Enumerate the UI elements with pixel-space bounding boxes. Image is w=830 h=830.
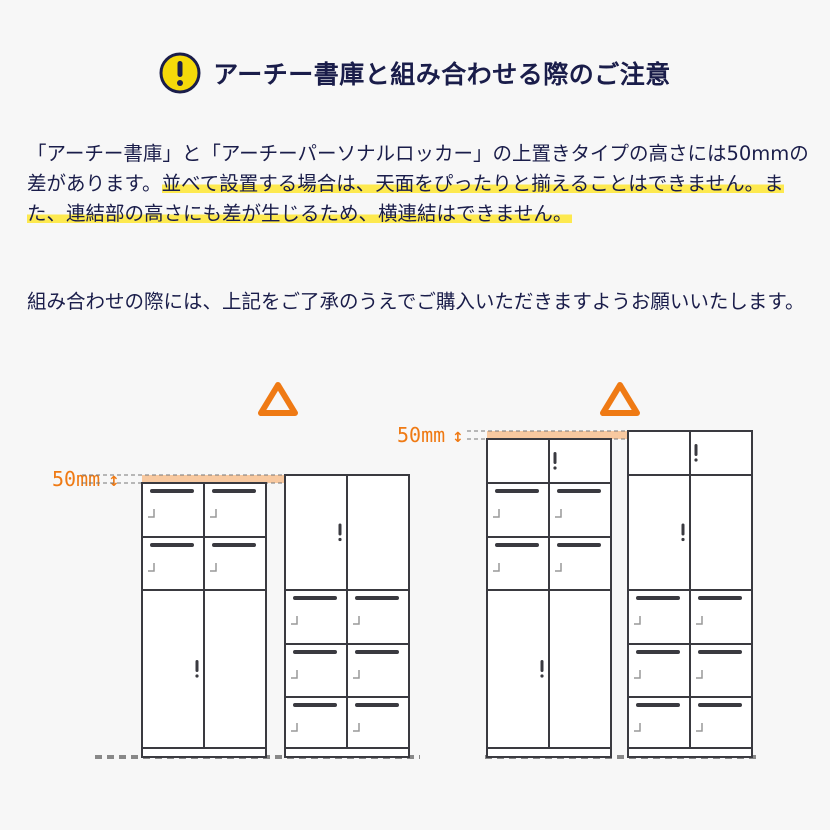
triangle-icon [600,382,640,416]
cabinet [627,430,753,758]
door-handle-icon [553,452,557,464]
key-lock-icon [634,616,641,625]
cabinet-base [627,747,753,758]
door-lock-icon [338,537,342,542]
triangle-icon [258,382,298,416]
key-lock-icon [696,616,703,625]
key-lock-icon [291,670,298,679]
door-handle-icon [338,523,342,536]
diagram-right: 50mm ↕ [397,382,640,447]
key-lock-icon [493,509,500,518]
difference-label: 50mm [52,467,100,491]
key-lock-icon [634,670,641,679]
height-difference-band [487,431,752,439]
key-lock-icon [555,509,562,518]
key-lock-icon [353,616,360,625]
door-handle-icon [681,523,685,536]
key-lock-icon [555,563,562,572]
cabinet [141,482,267,758]
key-lock-icon [148,509,155,518]
difference-label: 50mm [397,423,445,447]
cabinet-base [486,747,612,758]
diagram-left: 50mm ↕ [52,382,298,491]
key-lock-icon [291,616,298,625]
door-handle-icon [540,660,544,672]
door-lock-icon [540,674,544,678]
warning-exclamation-icon [159,52,201,94]
cabinet [486,438,612,758]
cabinet-base [141,747,267,758]
key-lock-icon [210,509,217,518]
cabinet-base [284,747,410,758]
door-lock-icon [694,458,698,462]
double-arrow-icon: ↕ [108,474,120,490]
double-arrow-icon: ↕ [452,430,464,446]
key-lock-icon [696,723,703,732]
door-lock-icon [553,466,557,470]
key-lock-icon [493,563,500,572]
purchase-note-paragraph: 組み合わせの際には、上記をご了承のうえでご購入いただきますようお願いいたします。 [27,290,805,313]
key-lock-icon [353,723,360,732]
key-lock-icon [148,563,155,572]
key-lock-icon [210,563,217,572]
door-handle-icon [195,660,199,672]
cabinet [284,474,410,758]
notice-paragraph: 「アーチー書庫」と「アーチーパーソナルロッカー」の上置きタイプの高さには50mm… [27,139,817,229]
key-lock-icon [353,670,360,679]
key-lock-icon [634,723,641,732]
notice-text: 「アーチー書庫」と「アーチーパーソナルロッカー」の上置きタイプの高さには50mm… [27,142,809,195]
door-lock-icon [681,537,685,542]
key-lock-icon [291,723,298,732]
door-handle-icon [694,444,698,456]
key-lock-icon [696,670,703,679]
page-title: アーチー書庫と組み合わせる際のご注意 [0,52,830,94]
title-text: アーチー書庫と組み合わせる際のご注意 [213,60,671,89]
height-difference-band [142,475,409,483]
door-lock-icon [195,674,199,678]
